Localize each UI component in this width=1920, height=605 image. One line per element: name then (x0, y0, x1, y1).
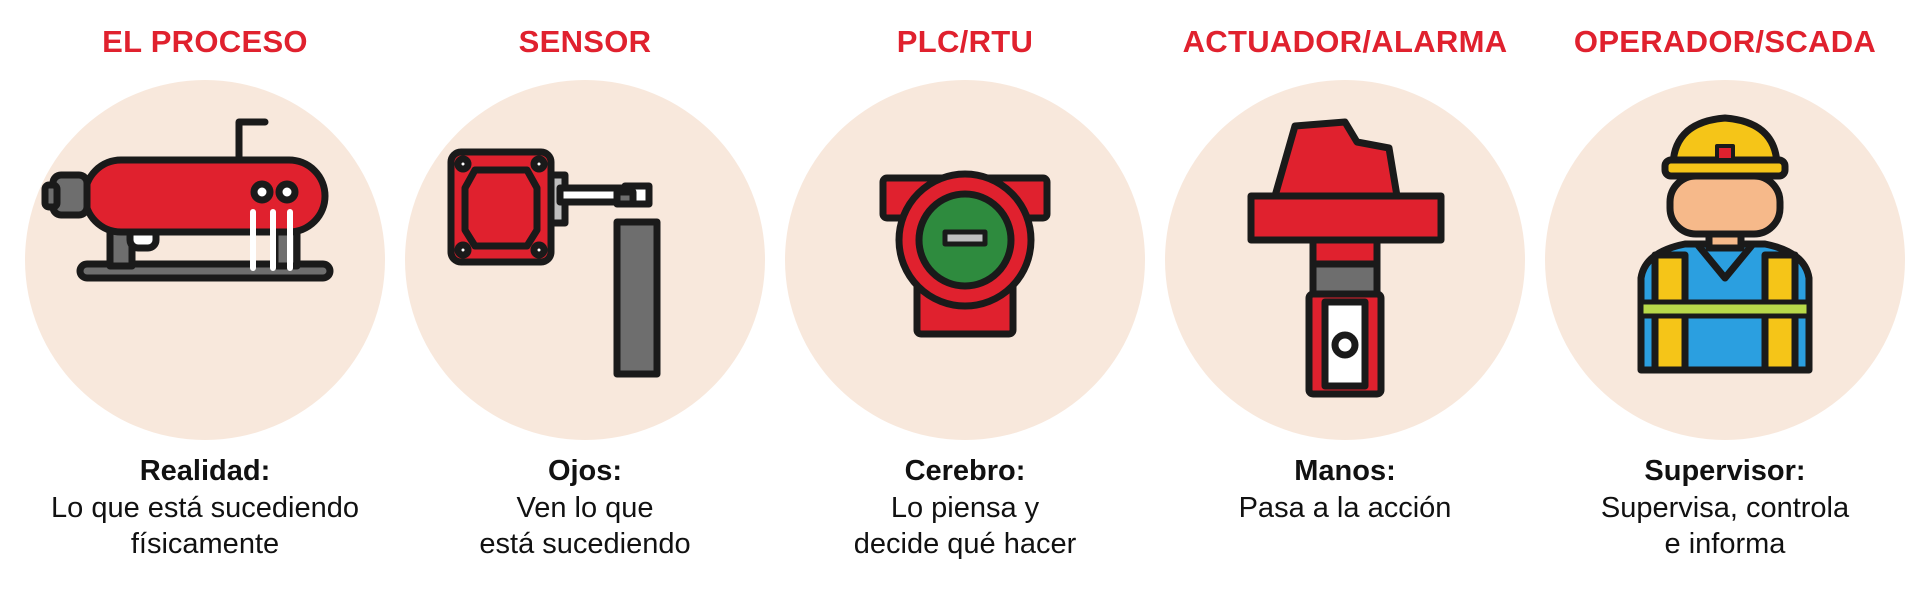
stage-sensor: SENSOR Ojos: Ven lo que está sucediendo (395, 0, 775, 605)
stage-line: Ven lo que (516, 492, 654, 524)
stage-line: decide qué hacer (853, 528, 1077, 560)
stage-title: OPERADOR/SCADA (1573, 24, 1877, 59)
stage-heading: Cerebro: (904, 455, 1026, 487)
stage-heading: Ojos: (547, 455, 623, 487)
valve-actuator-icon (1247, 118, 1445, 398)
stage-title: EL PROCESO (102, 24, 308, 59)
stage-plc: PLC/RTU Cerebro: Lo piensa y decide qué … (775, 0, 1155, 605)
stage-process: EL PROCESO Realidad: Lo que está sucedie… (15, 0, 395, 605)
stage-heading: Supervisor: (1644, 455, 1806, 487)
stage-title: ACTUADOR/ALARMA (1182, 24, 1508, 59)
stage-title: SENSOR (518, 24, 652, 59)
stage-line: Supervisa, controla (1600, 492, 1850, 524)
sensor-probe-icon (447, 148, 661, 378)
stage-line: Lo piensa y (890, 492, 1040, 524)
process-tank-icon (41, 118, 334, 282)
stage-heading: Manos: (1294, 455, 1396, 487)
stage-line: físicamente (130, 528, 280, 560)
stage-actuator: ACTUADOR/ALARMA Manos: Pasa a la acción (1155, 0, 1535, 605)
plc-controller-icon (879, 170, 1051, 338)
stage-line: e informa (1664, 528, 1786, 560)
stage-line: Lo que está sucediendo (51, 492, 359, 524)
operator-worker-icon (1637, 114, 1813, 374)
icon-backdrop (25, 80, 385, 440)
stage-line: está sucediendo (479, 528, 691, 560)
stage-operator: OPERADOR/SCADA Supervisor: Supervisa, co… (1535, 0, 1915, 605)
stage-title: PLC/RTU (896, 24, 1034, 59)
stage-heading: Realidad: (139, 455, 271, 487)
stage-line: Pasa a la acción (1238, 492, 1452, 524)
